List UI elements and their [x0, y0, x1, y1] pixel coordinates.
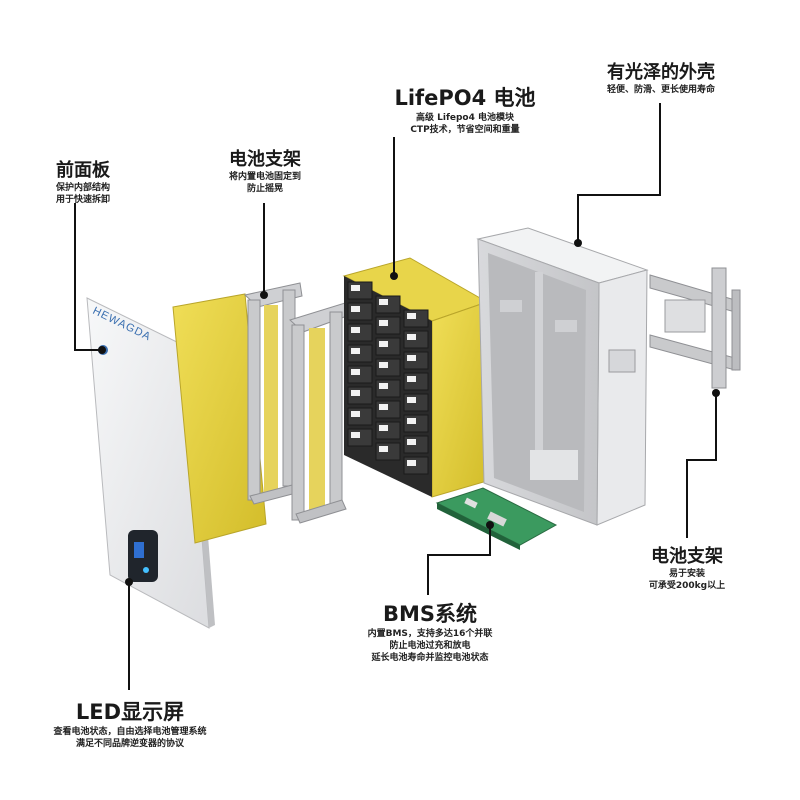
callout-dots [98, 239, 720, 586]
cell-terminal [351, 285, 360, 291]
label-mount-bracket: 电池支架 易于安装 可承受200kg以上 [632, 542, 742, 592]
cell-terminal [351, 306, 360, 312]
outer-shell [476, 227, 649, 526]
lifepo4-title: LifePO4 电池 [394, 86, 536, 110]
cell-terminal [351, 432, 360, 438]
cell-terminal [379, 299, 388, 305]
bms-line-1: 内置BMS，支持多达16个并联 [367, 629, 493, 639]
cell-terminal [351, 348, 360, 354]
shell-title: 有光泽的外壳 [607, 62, 715, 83]
cell-terminal [379, 362, 388, 368]
battery-bracket-title: 电池支架 [229, 149, 301, 170]
callout-mount [686, 393, 717, 538]
battery-bracket-line-1: 将内置电池固定到 [228, 172, 301, 182]
front-panel-title: 前面板 [56, 160, 110, 181]
label-bms: BMS系统 内置BMS，支持多达16个并联 防止电池过充和放电 延长电池寿命并监… [340, 598, 520, 664]
cell-terminal [407, 397, 416, 403]
front-panel-line-1: 保护内部结构 [55, 183, 110, 193]
wall-mount-bracket [649, 267, 741, 389]
mount-bracket-title: 电池支架 [651, 546, 723, 567]
cell-terminal [407, 460, 416, 466]
shell-line-1: 轻便、防滑、更长使用寿命 [606, 85, 715, 95]
cell-terminal [407, 313, 416, 319]
cell-terminal [379, 446, 388, 452]
mount-bracket-line-2: 可承受200kg以上 [648, 581, 726, 591]
bms-title: BMS系统 [382, 602, 478, 626]
callout-lines [74, 103, 717, 690]
label-shell: 有光泽的外壳 轻便、防滑、更长使用寿命 [576, 58, 746, 96]
front-panel-line-2: 用于快速拆卸 [55, 195, 110, 205]
cell-terminal [407, 439, 416, 445]
cell-terminal [351, 411, 360, 417]
cell-terminal [407, 376, 416, 382]
led-title: LED显示屏 [75, 700, 185, 724]
led-line-1: 查看电池状态，自由选择电池管理系统 [53, 727, 207, 737]
callout-front-panel [74, 203, 102, 351]
cell-terminal [351, 390, 360, 396]
mount-bracket-line-1: 易于安装 [668, 569, 705, 579]
cell-terminal [351, 327, 360, 333]
label-lifepo4: LifePO4 电池 高级 Lifepo4 电池模块 CTP技术，节省空间和重量 [375, 82, 555, 136]
cell-terminal [379, 320, 388, 326]
battery-bracket-line-2: 防止摇晃 [246, 184, 283, 194]
cell-terminal [407, 418, 416, 424]
label-led: LED显示屏 查看电池状态，自由选择电池管理系统 满足不同品牌逆变器的协议 [20, 696, 240, 750]
callout-shell [577, 103, 661, 243]
callout-bms [427, 525, 491, 595]
led-line-2: 满足不同品牌逆变器的协议 [75, 739, 184, 749]
bms-line-2: 防止电池过充和放电 [389, 641, 471, 651]
cell-terminal [379, 383, 388, 389]
bms-line-3: 延长电池寿命并监控电池状态 [371, 653, 489, 663]
cell-terminal [407, 334, 416, 340]
inner-bracket-right [289, 302, 348, 524]
cell-terminal [379, 425, 388, 431]
lifepo4-line-1: 高级 Lifepo4 电池模块 [416, 113, 514, 123]
battery-cells [347, 281, 429, 475]
cell-terminal [379, 341, 388, 347]
bms-board [435, 487, 558, 550]
cell-terminal [379, 404, 388, 410]
insulation-sheet [172, 293, 267, 544]
label-battery-bracket: 电池支架 将内置电池固定到 防止摇晃 [195, 145, 335, 195]
lifepo4-line-2: CTP技术，节省空间和重量 [410, 125, 520, 135]
cell-terminal [351, 369, 360, 375]
battery-module [342, 257, 489, 498]
label-front-panel: 前面板 保护内部结构 用于快速拆卸 [28, 156, 138, 206]
cell-terminal [407, 355, 416, 361]
